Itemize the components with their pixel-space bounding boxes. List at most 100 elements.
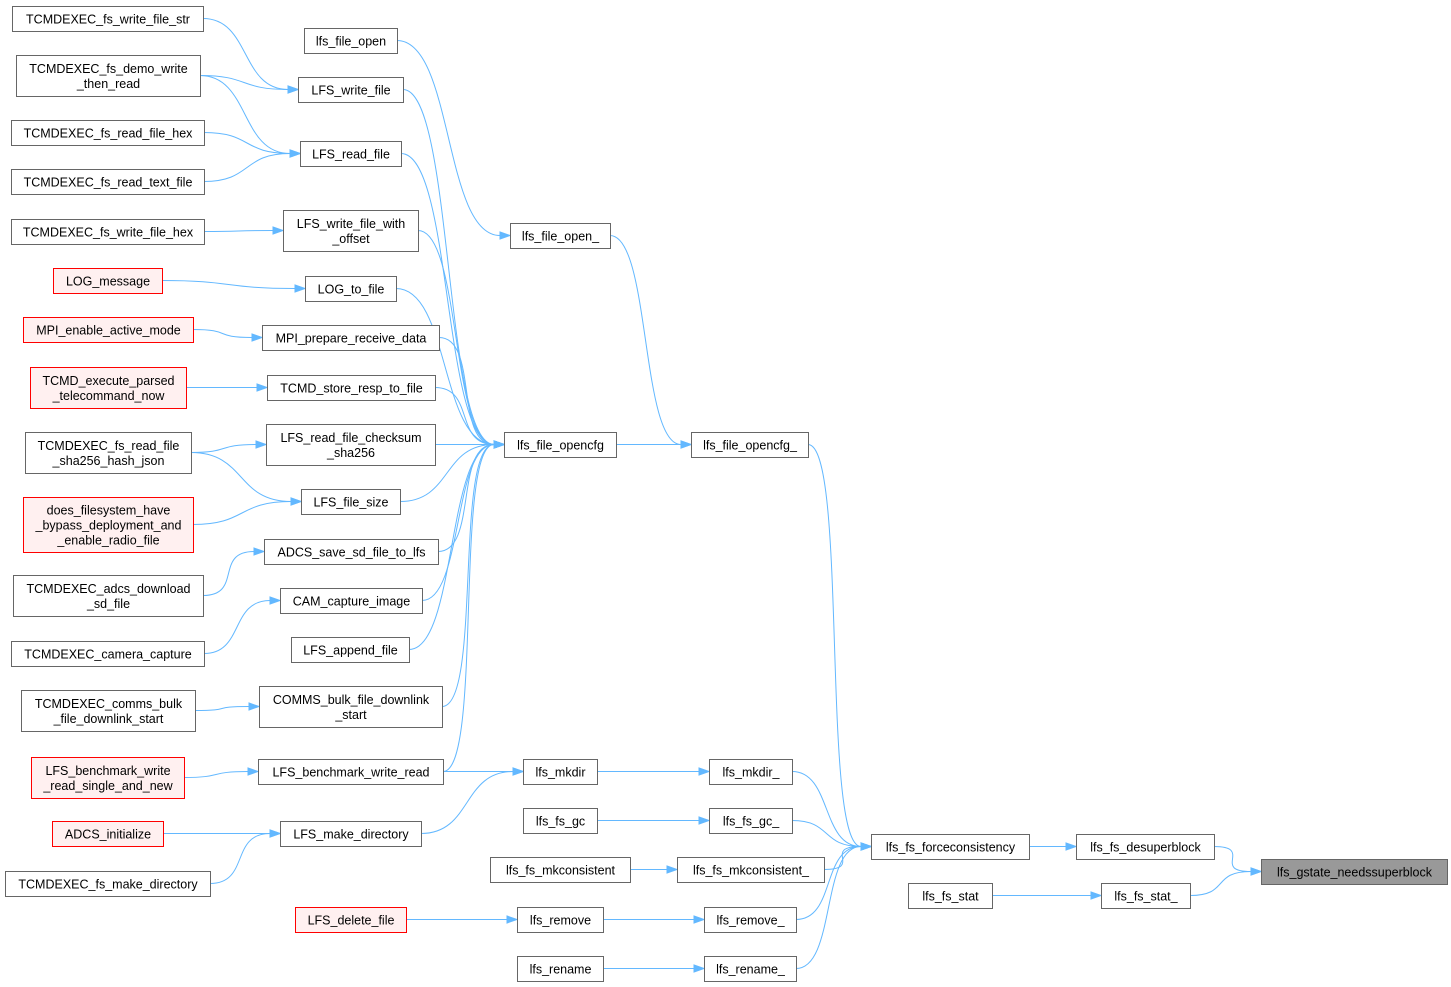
graph-node-t-make-dir[interactable]: TCMDEXEC_fs_make_directory — [5, 871, 211, 897]
graph-node-t-sha[interactable]: TCMDEXEC_fs_read_file_sha256_hash_json — [25, 432, 192, 474]
graph-node-n-append[interactable]: LFS_append_file — [291, 637, 410, 663]
graph-node-n-stat-[interactable]: lfs_fs_stat_ — [1101, 883, 1191, 909]
node-label: lfs_rename_ — [716, 963, 786, 977]
node-box — [30, 367, 187, 409]
graph-node-t-read-hex[interactable]: TCMDEXEC_fs_read_file_hex — [11, 120, 205, 146]
graph-node-t-mpi-en[interactable]: MPI_enable_active_mode — [23, 317, 194, 343]
node-box — [704, 907, 797, 933]
graph-node-t-comms[interactable]: TCMDEXEC_comms_bulk_file_downlink_start — [21, 690, 196, 732]
graph-node-t-tcmd-exec[interactable]: TCMD_execute_parsed_telecommand_now — [30, 367, 187, 409]
node-box — [1261, 859, 1448, 885]
node-box — [709, 808, 793, 834]
node-box — [12, 6, 204, 32]
graph-node-n-desuper[interactable]: lfs_fs_desuperblock — [1076, 834, 1215, 860]
arrowhead-n_gc-to-n_gc_ — [698, 816, 711, 825]
node-label: _enable_radio_file — [56, 534, 159, 548]
graph-node-n-write-off[interactable]: LFS_write_file_with_offset — [283, 210, 419, 252]
arrowhead-t_cam-to-n_cam_cap — [269, 596, 282, 605]
graph-node-t-adcs-init[interactable]: ADCS_initialize — [52, 821, 164, 847]
edge-t_sha-to-n_file_size — [190, 452, 292, 502]
graph-node-n-opencfg[interactable]: lfs_file_opencfg — [504, 432, 617, 458]
edge-n_remove_-to-n_force — [795, 846, 862, 920]
node-box — [691, 432, 809, 458]
graph-node-n-remove-[interactable]: lfs_remove_ — [704, 907, 797, 933]
graph-node-t-log-msg[interactable]: LOG_message — [53, 268, 163, 294]
edge-n_write_off-to-n_opencfg — [417, 230, 495, 445]
graph-node-n-comms-bulk[interactable]: COMMS_bulk_file_downlink_start — [259, 686, 443, 728]
graph-node-n-force[interactable]: lfs_fs_forceconsistency — [871, 834, 1030, 860]
node-label: LFS_delete_file — [308, 914, 395, 928]
node-box — [300, 141, 402, 167]
graph-node-n-mkcons-[interactable]: lfs_fs_mkconsistent_ — [677, 857, 825, 883]
graph-node-t-read-text[interactable]: TCMDEXEC_fs_read_text_file — [11, 169, 205, 195]
graph-node-n-mpi-prep[interactable]: MPI_prepare_receive_data — [262, 325, 440, 351]
graph-node-n-tcmd-store[interactable]: TCMD_store_resp_to_file — [267, 375, 436, 401]
graph-node-n-remove[interactable]: lfs_remove — [517, 907, 604, 933]
graph-node-t-write-hex[interactable]: TCMDEXEC_fs_write_file_hex — [11, 219, 205, 245]
edge-n_rename_-to-n_force — [795, 846, 862, 969]
arrowhead-n_stat_-to-n_root — [1250, 867, 1263, 876]
nodes-layer: lfs_gstate_needssuperblock lfs_fs_desuper… — [5, 6, 1448, 982]
graph-node-t-adcs-dl[interactable]: TCMDEXEC_adcs_download_sd_file — [13, 575, 204, 617]
edge-n_read_file-to-n_opencfg — [400, 153, 495, 445]
edge-t_bench-to-n_bench_wr — [183, 771, 249, 778]
node-box — [517, 907, 604, 933]
node-box — [53, 268, 163, 294]
arrowhead-t_demo-to-n_write_file — [287, 85, 300, 94]
graph-node-t-cam[interactable]: TCMDEXEC_camera_capture — [11, 641, 205, 667]
graph-node-n-mkcons[interactable]: lfs_fs_mkconsistent — [490, 857, 631, 883]
graph-node-n-gc[interactable]: lfs_fs_gc — [523, 808, 598, 834]
graph-node-n-adcs-save[interactable]: ADCS_save_sd_file_to_lfs — [264, 539, 439, 565]
graph-node-n-gc-[interactable]: lfs_fs_gc_ — [709, 808, 793, 834]
graph-node-n-make-dir[interactable]: LFS_make_directory — [280, 821, 422, 847]
graph-node-n-mkdir[interactable]: lfs_mkdir — [523, 759, 598, 785]
graph-node-n-mkdir-[interactable]: lfs_mkdir_ — [709, 759, 793, 785]
graph-node-n-read-file[interactable]: LFS_read_file — [300, 141, 402, 167]
edge-n_append-to-n_opencfg — [408, 444, 495, 650]
node-label: ADCS_initialize — [65, 828, 151, 842]
edges-layer — [161, 18, 1263, 973]
graph-node-t-write-str[interactable]: TCMDEXEC_fs_write_file_str — [12, 6, 204, 32]
edge-n_log_to_file-to-n_opencfg — [395, 288, 495, 445]
node-box — [283, 210, 419, 252]
node-label: lfs_gstate_needssuperblock — [1277, 866, 1433, 880]
node-label: TCMDEXEC_comms_bulk — [35, 697, 183, 711]
node-label: lfs_fs_stat_ — [1114, 890, 1178, 904]
graph-node-n-write-file[interactable]: LFS_write_file — [298, 77, 404, 103]
graph-node-n-bench-wr[interactable]: LFS_benchmark_write_read — [258, 759, 444, 785]
graph-node-n-rename-[interactable]: lfs_rename_ — [704, 956, 797, 982]
edge-n_mkcons_-to-n_force — [823, 846, 862, 870]
node-box — [11, 641, 205, 667]
graph-node-t-demo[interactable]: TCMDEXEC_fs_demo_write_then_read — [16, 55, 201, 97]
graph-node-n-rename[interactable]: lfs_rename — [517, 956, 604, 982]
node-box — [259, 686, 443, 728]
node-label: TCMDEXEC_camera_capture — [24, 648, 191, 662]
node-label: CAM_capture_image — [293, 595, 410, 609]
node-box — [523, 808, 598, 834]
node-box — [21, 690, 196, 732]
graph-node-n-log-to-file[interactable]: LOG_to_file — [305, 276, 397, 302]
graph-node-n-root[interactable]: lfs_gstate_needssuperblock — [1261, 859, 1448, 885]
arrowhead-t_write_hex-to-n_write_off — [272, 226, 285, 235]
graph-node-n-checksum[interactable]: LFS_read_file_checksum_sha256 — [266, 424, 436, 466]
graph-node-n-open-[interactable]: lfs_file_open_ — [510, 223, 611, 249]
graph-node-t-bench[interactable]: LFS_benchmark_write_read_single_and_new — [31, 757, 185, 799]
graph-node-n-cam-cap[interactable]: CAM_capture_image — [280, 588, 423, 614]
node-label: LFS_write_file — [311, 84, 390, 98]
edge-t_write_hex-to-n_write_off — [203, 230, 274, 232]
graph-node-n-delete[interactable]: LFS_delete_file — [295, 907, 407, 933]
node-label: LFS_append_file — [303, 644, 398, 658]
edge-n_adcs_save-to-n_opencfg — [437, 444, 495, 552]
graph-node-n-stat[interactable]: lfs_fs_stat — [908, 883, 993, 909]
edge-n_open-to-n_open_ — [396, 40, 501, 236]
graph-node-n-file-size[interactable]: LFS_file_size — [301, 489, 401, 515]
graph-node-n-open[interactable]: lfs_file_open — [304, 28, 398, 54]
node-box — [52, 821, 164, 847]
graph-node-t-does-fs[interactable]: does_filesystem_have_bypass_deployment_a… — [23, 497, 194, 553]
node-label: LFS_file_size — [313, 496, 388, 510]
arrowhead-n_remove-to-n_remove_ — [693, 915, 706, 924]
node-box — [709, 759, 793, 785]
node-box — [13, 575, 204, 617]
graph-node-n-opencfg-[interactable]: lfs_file_opencfg_ — [691, 432, 809, 458]
